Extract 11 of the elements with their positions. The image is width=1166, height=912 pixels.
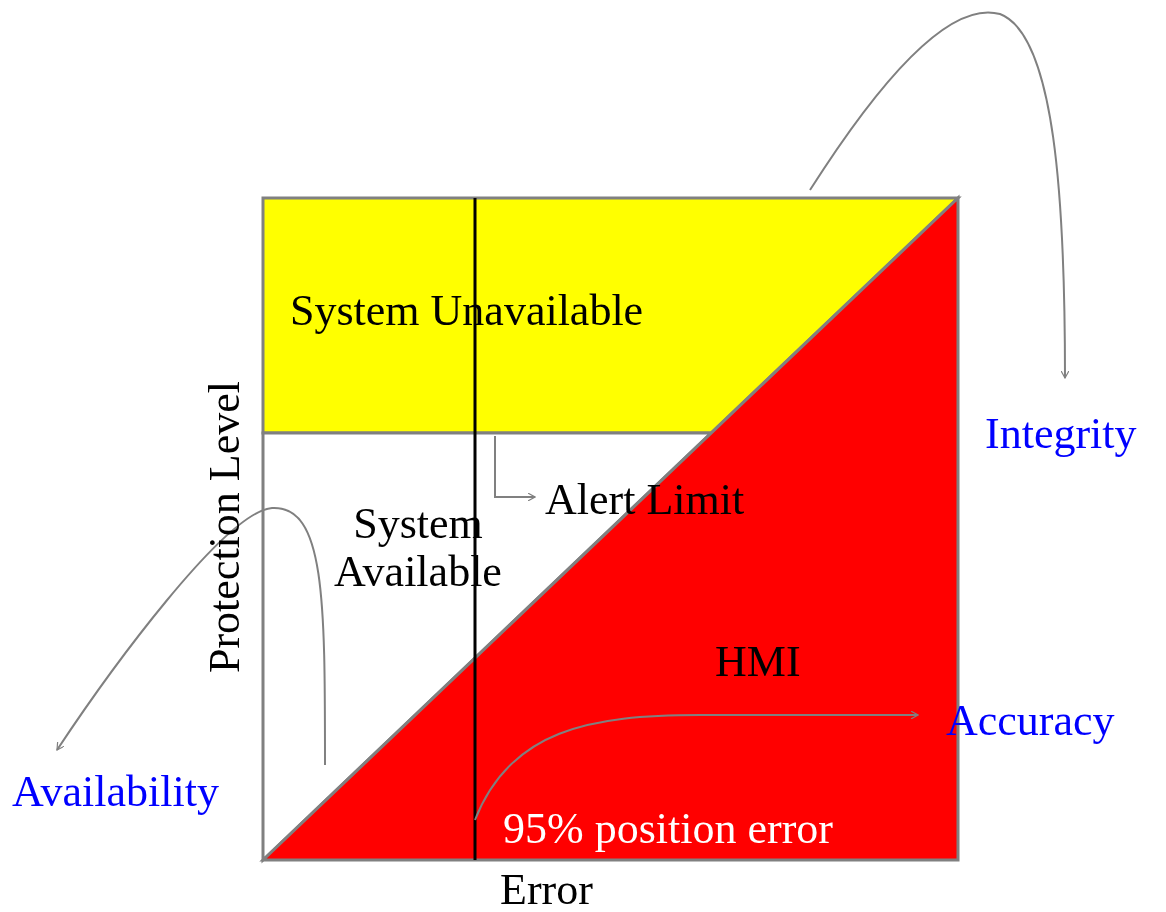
arrow (809, 11, 1070, 379)
position-error-label: 95% position error (503, 805, 833, 853)
integrity-label: Integrity (985, 410, 1137, 458)
arrow (56, 507, 326, 766)
axis-title: Protection Level (201, 380, 249, 675)
region-label: HMI (715, 638, 801, 686)
arrow (474, 710, 919, 821)
availability-label: Availability (12, 768, 219, 816)
arrow (494, 435, 536, 502)
axis-title: Error (500, 866, 593, 912)
alert-limit-label: Alert Limit (545, 476, 745, 524)
